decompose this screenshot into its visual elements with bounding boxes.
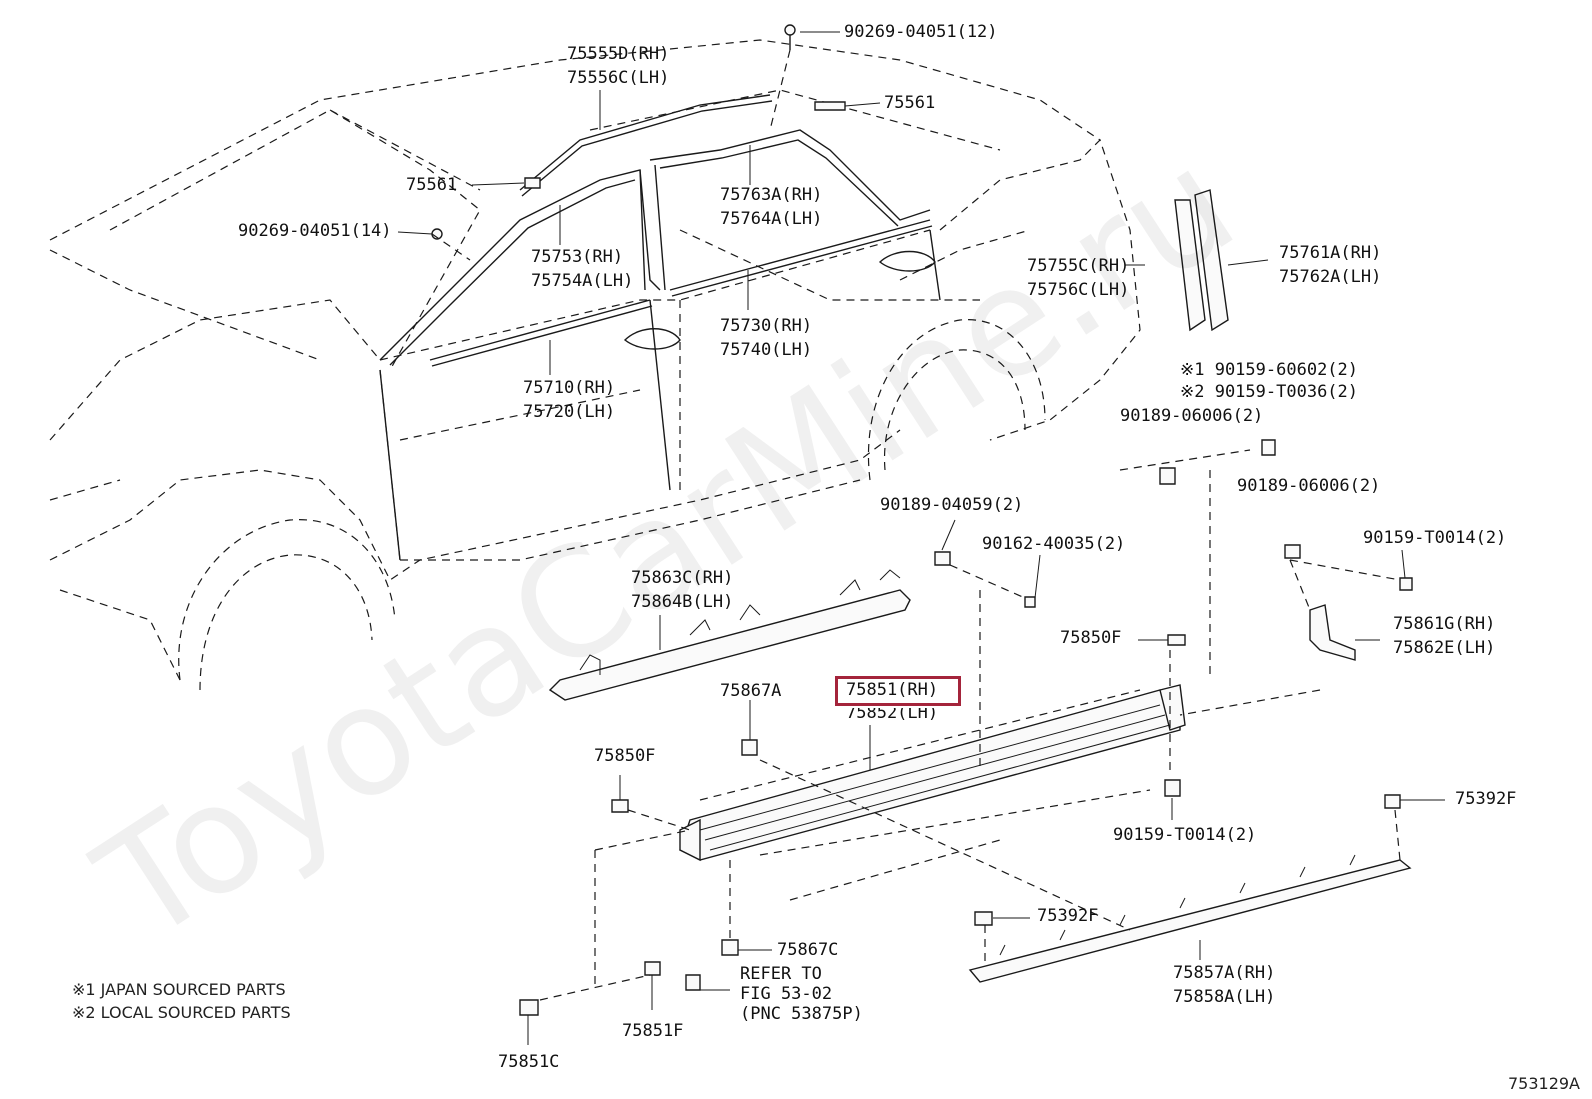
label-75764a[interactable]: 75764A(LH) xyxy=(720,209,823,229)
label-75753[interactable]: 75753(RH) xyxy=(531,247,624,267)
label-90269-04051-12[interactable]: 90269-04051(12) xyxy=(844,22,998,42)
assembly-lines xyxy=(431,49,1401,1001)
label-90159-t0036[interactable]: ※2 90159-T0036(2) xyxy=(1180,382,1359,402)
refer-line-2[interactable]: FIG 53-02 xyxy=(740,984,833,1004)
label-75858a[interactable]: 75858A(LH) xyxy=(1173,987,1276,1007)
label-75392f-right[interactable]: 75392F xyxy=(1455,789,1517,809)
pillar-garnish-75761 xyxy=(1174,189,1229,332)
label-75720[interactable]: 75720(LH) xyxy=(523,402,616,422)
label-75392f-mid[interactable]: 75392F xyxy=(1037,906,1099,926)
label-75861g[interactable]: 75861G(RH) xyxy=(1393,614,1496,634)
label-75763a[interactable]: 75763A(RH) xyxy=(720,185,823,205)
label-75863c[interactable]: 75863C(RH) xyxy=(631,568,734,588)
label-90189-04059[interactable]: 90189-04059(2) xyxy=(880,495,1024,515)
label-90159-60602[interactable]: ※1 90159-60602(2) xyxy=(1180,360,1359,380)
highlight-box xyxy=(835,676,961,706)
lower-moulding-75857 xyxy=(968,854,1412,983)
label-90189-06006-a[interactable]: 90189-06006(2) xyxy=(1120,406,1264,426)
note-japan-sourced: ※1 JAPAN SOURCED PARTS xyxy=(72,980,286,999)
label-75561-left[interactable]: 75561 xyxy=(406,175,458,195)
label-75761a[interactable]: 75761A(RH) xyxy=(1279,243,1382,263)
label-75851f[interactable]: 75851F xyxy=(622,1021,684,1041)
side-mudguard-75863 xyxy=(548,569,911,701)
label-75862e[interactable]: 75862E(LH) xyxy=(1393,638,1496,658)
label-75851c[interactable]: 75851C xyxy=(498,1052,560,1072)
label-90159-t0014-bottom[interactable]: 90159-T0014(2) xyxy=(1113,825,1257,845)
refer-line-1: REFER TO xyxy=(740,964,822,984)
label-75556c[interactable]: 75556C(LH) xyxy=(567,68,670,88)
label-75755c[interactable]: 75755C(RH) xyxy=(1027,256,1130,276)
label-75852-lh[interactable]: 75852(LH) xyxy=(846,703,939,723)
label-90159-t0014-top[interactable]: 90159-T0014(2) xyxy=(1363,528,1507,548)
label-90162-40035[interactable]: 90162-40035(2) xyxy=(982,534,1126,554)
label-75555d[interactable]: 75555D(RH) xyxy=(567,44,670,64)
label-75864b[interactable]: 75864B(LH) xyxy=(631,592,734,612)
label-75851-rh[interactable]: 75851(RH) xyxy=(846,680,939,700)
label-90269-04051-14[interactable]: 90269-04051(14) xyxy=(238,221,392,241)
label-90189-06006-b[interactable]: 90189-06006(2) xyxy=(1237,476,1381,496)
label-75756c[interactable]: 75756C(LH) xyxy=(1027,280,1130,300)
label-75867c[interactable]: 75867C xyxy=(777,940,839,960)
figure-number: 753129A xyxy=(1507,1074,1580,1093)
fasteners xyxy=(431,24,1413,1016)
label-75867a[interactable]: 75867A xyxy=(720,681,782,701)
bracket-75861 xyxy=(1309,604,1356,661)
note-local-sourced: ※2 LOCAL SOURCED PARTS xyxy=(72,1003,291,1022)
label-75740[interactable]: 75740(LH) xyxy=(720,340,813,360)
window-mouldings xyxy=(379,94,941,561)
label-75710[interactable]: 75710(RH) xyxy=(523,378,616,398)
leader-lines xyxy=(397,31,1445,1045)
label-75850f-left[interactable]: 75850F xyxy=(594,746,656,766)
label-75730[interactable]: 75730(RH) xyxy=(720,316,813,336)
label-75850f-top[interactable]: 75850F xyxy=(1060,628,1122,648)
rocker-panel-75851 xyxy=(679,684,1186,862)
refer-line-3: (PNC 53875P) xyxy=(740,1004,863,1024)
label-75561-top[interactable]: 75561 xyxy=(884,93,936,113)
label-75754a[interactable]: 75754A(LH) xyxy=(531,271,634,291)
label-75762a[interactable]: 75762A(LH) xyxy=(1279,267,1382,287)
label-75857a[interactable]: 75857A(RH) xyxy=(1173,963,1276,983)
